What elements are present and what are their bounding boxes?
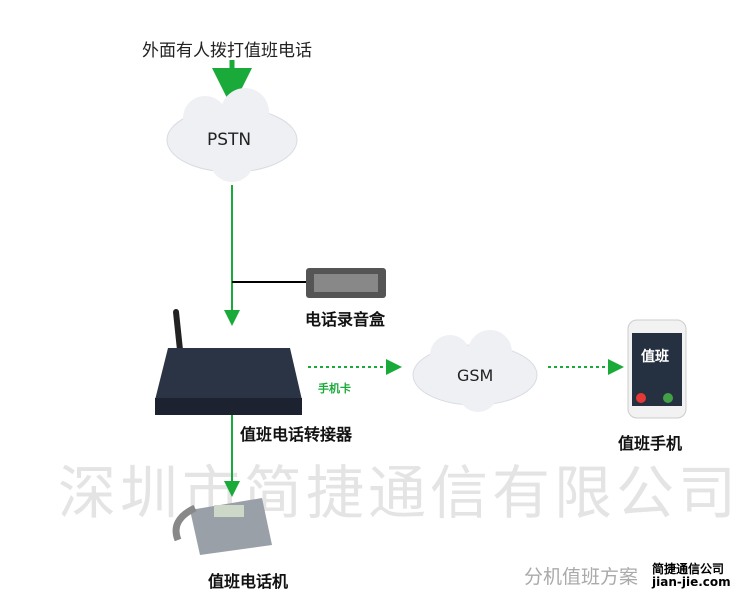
logo-url: jian-jie.com	[652, 575, 731, 589]
desk-phone-icon	[172, 498, 272, 555]
adapter-label: 值班电话转接器	[240, 425, 353, 444]
deskphone-label: 值班电话机	[208, 572, 289, 591]
scheme-caption: 分机值班方案	[524, 566, 639, 588]
logo-name: 简捷通信公司	[652, 562, 725, 576]
top-caption: 外面有人拨打值班电话	[142, 41, 312, 61]
pstn-label: PSTN	[207, 130, 252, 150]
mobile-label: 值班手机	[618, 434, 683, 453]
sim-label: 手机卡	[318, 382, 351, 395]
watermark: 深圳市简捷通信有限公司	[58, 459, 741, 527]
recorder-label: 电话录音盒	[305, 310, 386, 329]
recorder-box-icon	[306, 268, 386, 298]
mobile-screen-text: 值班	[641, 349, 669, 365]
antenna-icon	[173, 309, 183, 353]
gsm-label: GSM	[457, 366, 494, 385]
gsm-cloud	[412, 330, 538, 412]
mobile-phone-icon	[627, 319, 687, 419]
pstn-cloud	[166, 88, 298, 182]
adapter-router-icon	[155, 348, 302, 415]
logo: 简捷通信公司 jian-jie.com	[652, 563, 731, 589]
